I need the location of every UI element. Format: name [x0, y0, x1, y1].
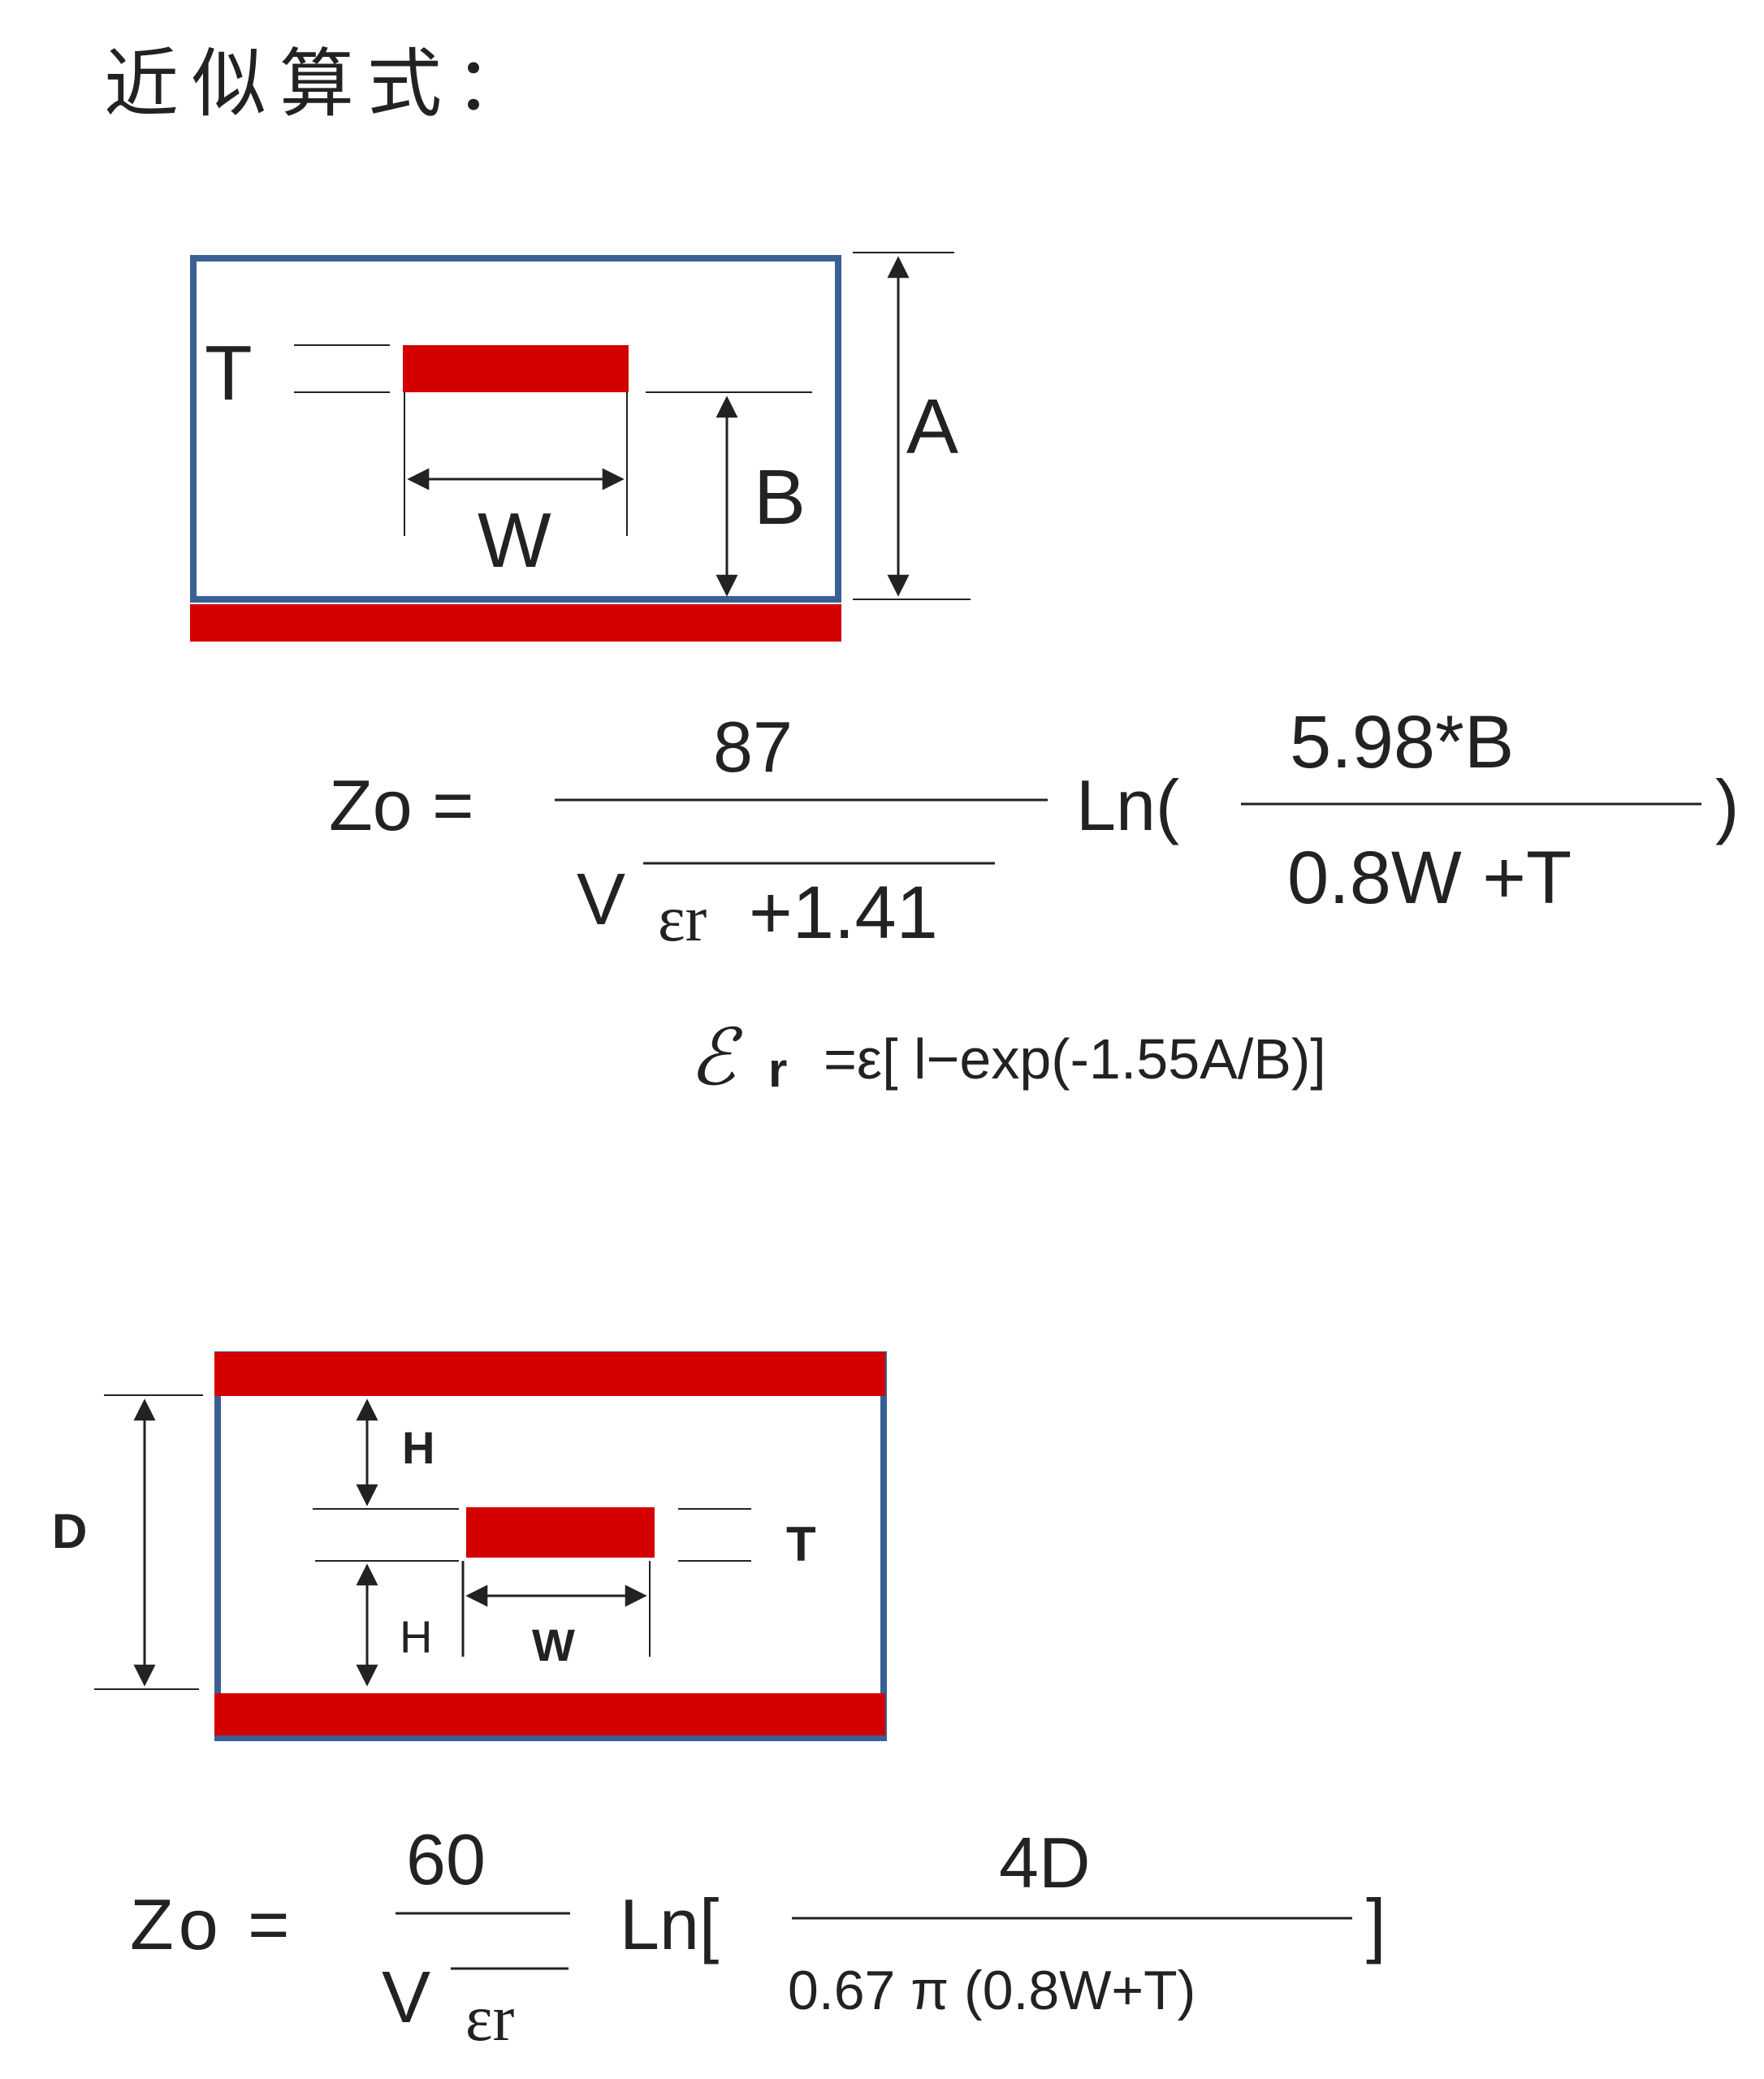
figure1-a-label: A [906, 383, 958, 470]
formula2-numerator: 60 [406, 1819, 486, 1900]
figure2-trace [466, 1507, 655, 1558]
figure1-frame [190, 255, 841, 603]
formula1-numerator: 87 [713, 707, 793, 787]
formula1-lhs: Zo = [329, 765, 474, 845]
figure1-stripline-diagram: T W B A [190, 252, 971, 642]
formula2-ln: Ln[ [620, 1884, 719, 1964]
figure1-ground-plane [190, 604, 841, 642]
page-title: 近似算式： [104, 41, 543, 128]
formula2-epsilon: εr [465, 1983, 514, 2055]
figure2-bottom-ground-plane [214, 1693, 885, 1735]
figure2-t-label: T [786, 1517, 816, 1571]
formula2-lhs: Zo = [130, 1884, 295, 1964]
figure2-d-label: D [52, 1504, 87, 1558]
figure2-impedance-formula: Zo = 60 V εr Ln[ 4D 0.67 π (0.8W+T) ] [130, 1819, 1386, 2055]
eps-rhs: =ε[ l−exp(-1.55A/B)] [824, 1027, 1326, 1091]
formula2-arg-denominator: 0.67 π (0.8W+T) [788, 1960, 1195, 2021]
figure1-trace [403, 345, 629, 392]
figure2-h-top-label: H [402, 1422, 435, 1473]
figure1-t-label: T [205, 330, 253, 417]
figure2-stripline-diagram: D H H W T [52, 1351, 887, 1741]
figure2-h-bottom-label: H [400, 1611, 432, 1662]
figure2-w-label: W [532, 1619, 575, 1671]
figure1-b-label: B [754, 454, 806, 541]
formula1-arg-numerator: 5.98*B [1290, 701, 1514, 784]
formula2-sqrt-sign: V [382, 1957, 430, 2038]
formula1-close-paren: ) [1715, 765, 1739, 845]
formula1-denominator-rest: +1.41 [749, 871, 938, 954]
formula1-sqrt-sign: V [577, 859, 625, 940]
eps-symbol: ℰ [689, 1014, 743, 1101]
formula2-arg-numerator: 4D [999, 1822, 1091, 1903]
formula1-arg-denominator: 0.8W +T [1287, 836, 1572, 919]
formula1-ln: Ln( [1076, 765, 1179, 845]
figure1-w-label: W [478, 497, 551, 584]
formula2-close-bracket: ] [1366, 1884, 1386, 1964]
effective-permittivity-formula: ℰ r =ε[ l−exp(-1.55A/B)] [689, 1014, 1326, 1101]
formula1-epsilon: εr [658, 884, 707, 955]
eps-subscript: r [768, 1043, 787, 1097]
figure1-impedance-formula: Zo = 87 V εr +1.41 Ln( 5.98*B 0.8W +T ) [329, 701, 1739, 955]
figure2-top-ground-plane [214, 1352, 885, 1396]
